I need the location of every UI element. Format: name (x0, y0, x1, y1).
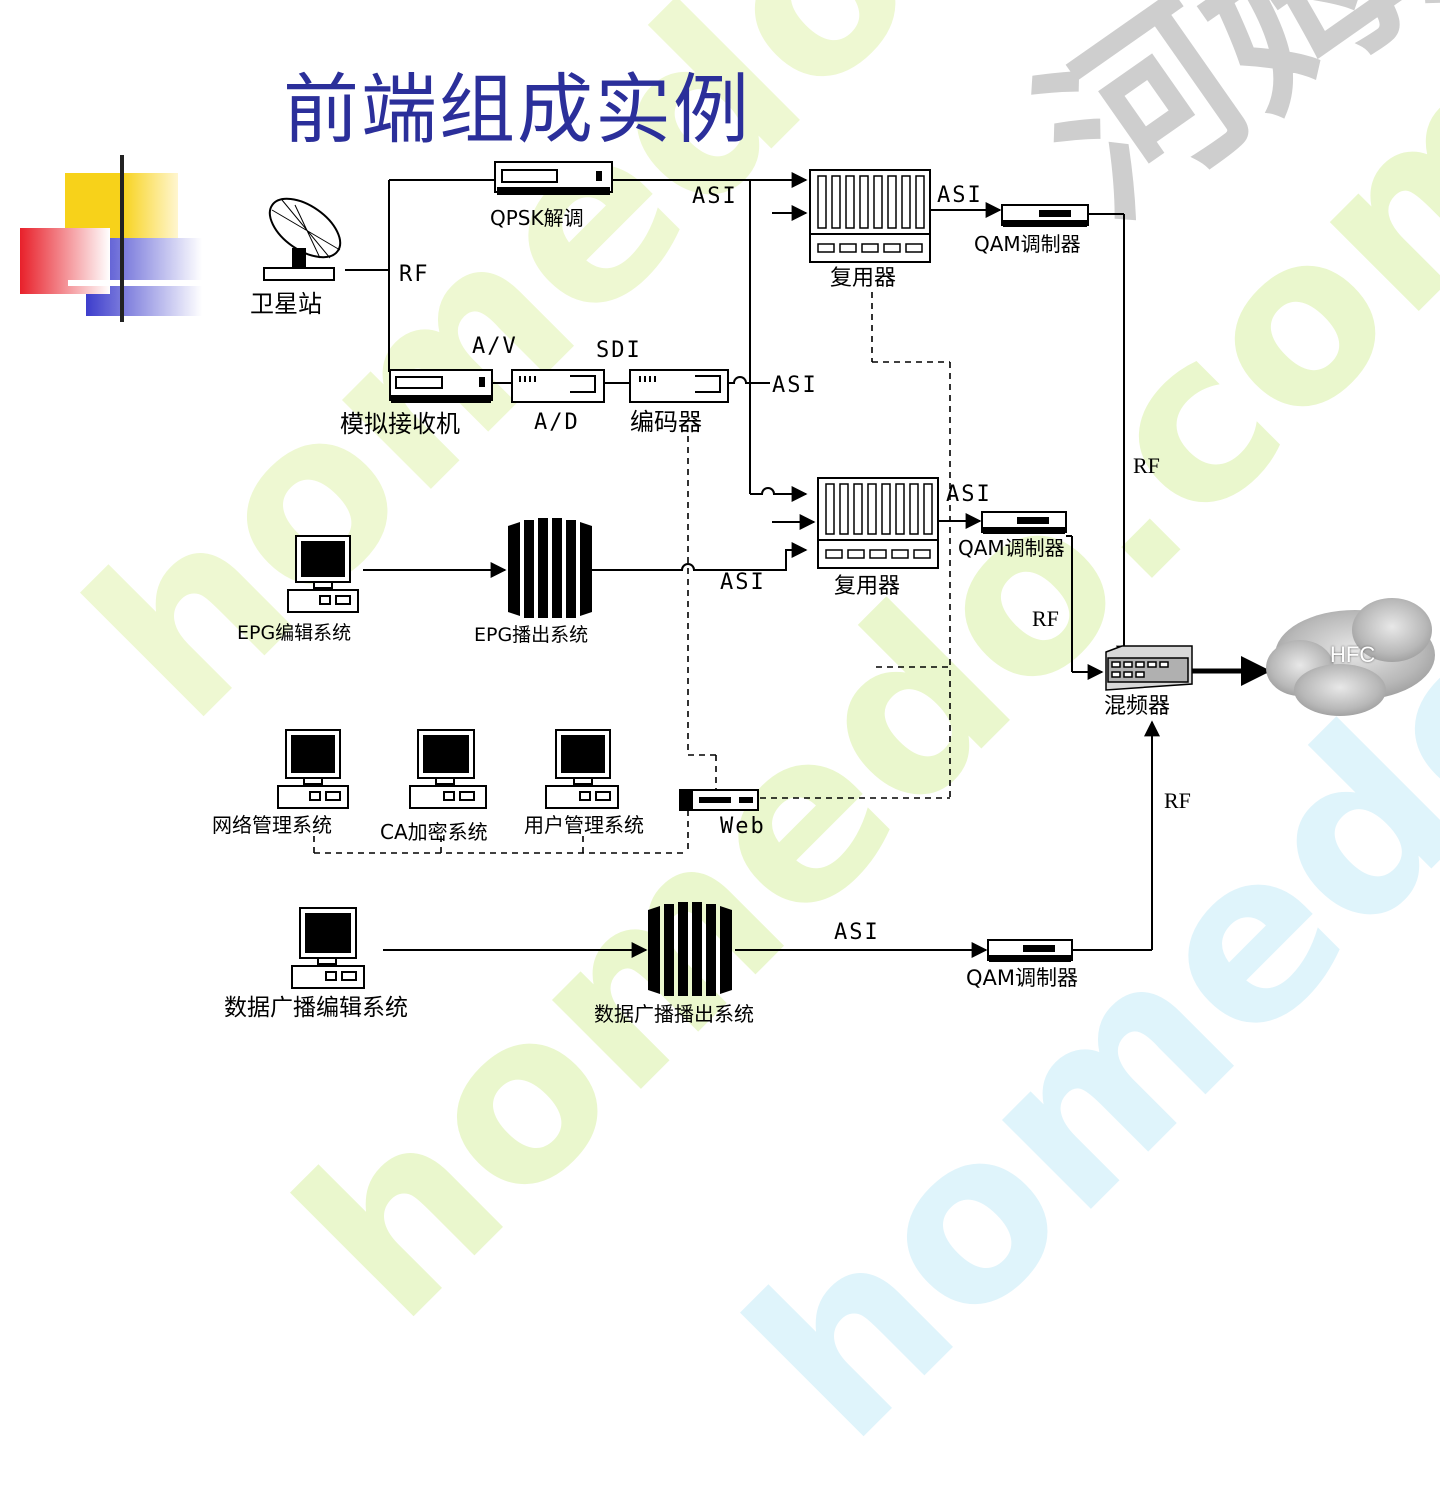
label-av: A/V (472, 334, 518, 359)
label-mux1: 复用器 (830, 266, 897, 291)
slide-title: 前端组成实例 (283, 65, 751, 154)
label-asi-top: ASI (692, 184, 738, 209)
label-asi-mux2-out: ASI (946, 482, 992, 507)
label-asi-mux1-out: ASI (937, 183, 983, 208)
qam-modulator-3-icon (987, 939, 1073, 962)
network-diagram (263, 161, 1435, 996)
decorative-blocks (20, 155, 202, 322)
label-ca: CA加密系统 (380, 820, 488, 844)
encoder-icon (629, 369, 729, 403)
nms-computer-icon (277, 729, 349, 809)
ad-converter-icon (511, 369, 605, 403)
label-qam2: QAM调制器 (958, 536, 1065, 560)
qam-modulator-1-icon (1001, 204, 1089, 227)
label-qam1: QAM调制器 (974, 232, 1081, 256)
multiplexer-2-icon (817, 477, 939, 569)
epg-server-icon (508, 518, 592, 618)
slide: 河姆渡 homedo.com homedo.com homedo.com 前端组… (20, 0, 1440, 1489)
label-combiner: 混频器 (1104, 694, 1171, 719)
label-epg-edit: EPG编辑系统 (237, 622, 352, 644)
label-encoder: 编码器 (630, 408, 702, 436)
label-qam3: QAM调制器 (966, 966, 1079, 990)
label-asi-data: ASI (834, 920, 880, 945)
label-rf-qam1: RF (1133, 453, 1160, 478)
label-sdi: SDI (596, 338, 642, 363)
label-nms: 网络管理系统 (212, 813, 332, 837)
data-server-icon (648, 902, 732, 996)
label-rf-satellite: RF (399, 262, 430, 287)
label-asi-encoder: ASI (772, 373, 818, 398)
label-data-edit: 数据广播编辑系统 (224, 995, 408, 1021)
label-rf-qam2: RF (1032, 606, 1059, 631)
ca-computer-icon (409, 729, 487, 809)
epg-edit-computer-icon (287, 535, 359, 613)
hfc-cloud-icon (1266, 598, 1435, 716)
label-web: Web (720, 814, 766, 839)
data-edit-computer-icon (291, 907, 365, 989)
label-rf-qam3: RF (1164, 788, 1191, 813)
label-user-mgmt: 用户管理系统 (524, 813, 644, 837)
satellite-dish-icon (263, 197, 342, 281)
web-server-icon (679, 789, 759, 811)
label-hfc: HFC (1330, 642, 1376, 667)
label-data-play: 数据广播播出系统 (594, 1002, 754, 1026)
label-epg-play: EPG播出系统 (474, 624, 589, 646)
label-asi-epg: ASI (720, 570, 766, 595)
label-analog-receiver: 模拟接收机 (340, 410, 460, 438)
label-mux2: 复用器 (834, 574, 901, 599)
qpsk-demodulator-icon (494, 161, 613, 195)
multiplexer-1-icon (809, 169, 931, 263)
analog-receiver-icon (389, 369, 493, 403)
combiner-icon (1105, 645, 1193, 691)
label-qpsk-demod: QPSK解调 (490, 206, 584, 230)
qam-modulator-2-icon (981, 511, 1067, 534)
label-ad: A/D (534, 410, 580, 435)
user-mgmt-computer-icon (545, 729, 619, 809)
label-satellite-station: 卫星站 (250, 290, 322, 318)
